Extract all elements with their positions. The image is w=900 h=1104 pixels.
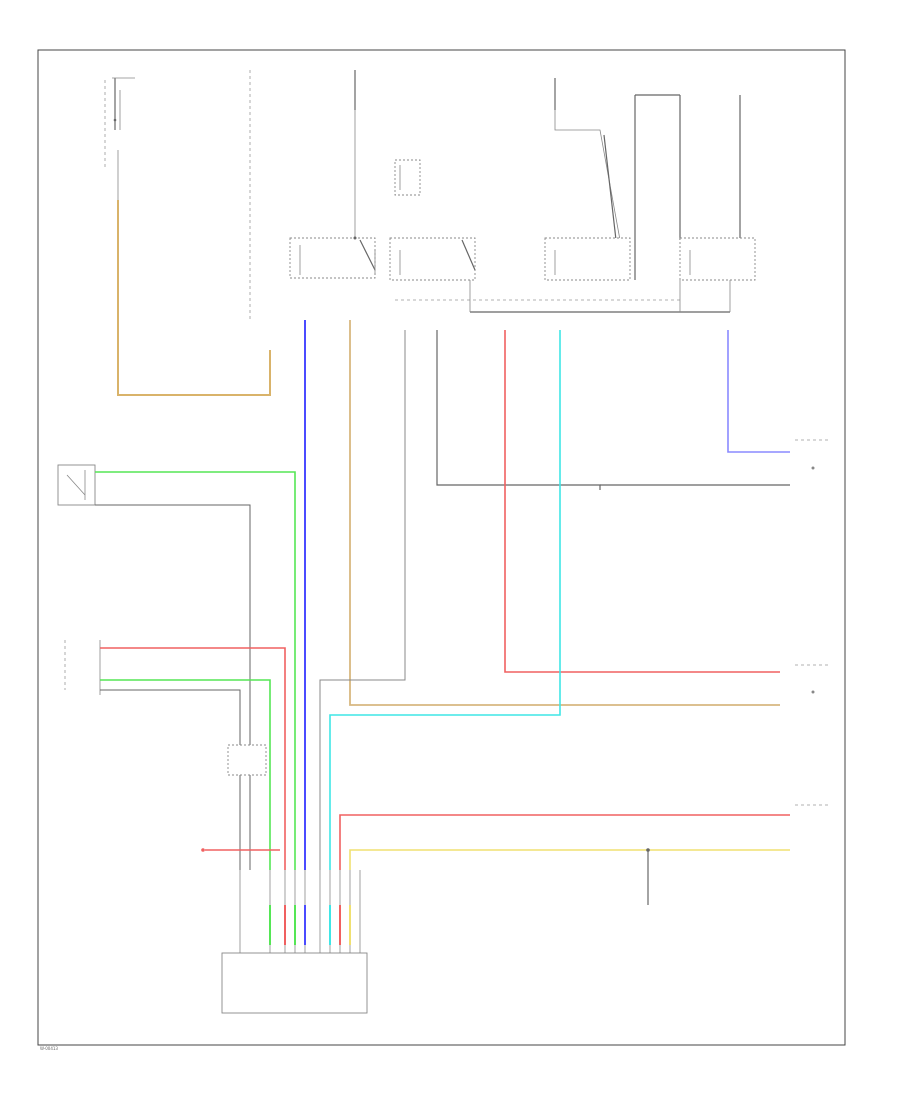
top-left-fuse: [104, 70, 251, 320]
left-sensor-2: [64, 640, 101, 695]
diagram-frame: [37, 49, 846, 1046]
wire-black-b: [436, 330, 601, 490]
wire-orange-left: [117, 200, 271, 396]
wire-purple: [727, 330, 790, 453]
left-switch: [57, 464, 96, 506]
wire-yellow: [349, 849, 790, 870]
wire-black-left: [100, 689, 241, 870]
wire-red-left: [100, 647, 286, 870]
wire-red-right: [504, 330, 780, 673]
wire-green-top: [95, 471, 296, 870]
right-connectors: [795, 439, 830, 806]
wire-red-bottom-right: [339, 814, 790, 870]
wire-green-left: [100, 679, 271, 870]
relay-group-center: [289, 70, 756, 281]
ecu-connector-stubs: [269, 905, 351, 945]
footer-code: W-00413: [40, 1046, 58, 1051]
wire-black-top: [95, 504, 251, 870]
wire-black-a: [319, 330, 406, 870]
bottom-ecu: [221, 870, 368, 1014]
wire-tan: [349, 320, 780, 706]
wire-cyan: [329, 330, 561, 870]
relay-bus: [395, 280, 731, 313]
left-small-relay: [227, 744, 267, 776]
